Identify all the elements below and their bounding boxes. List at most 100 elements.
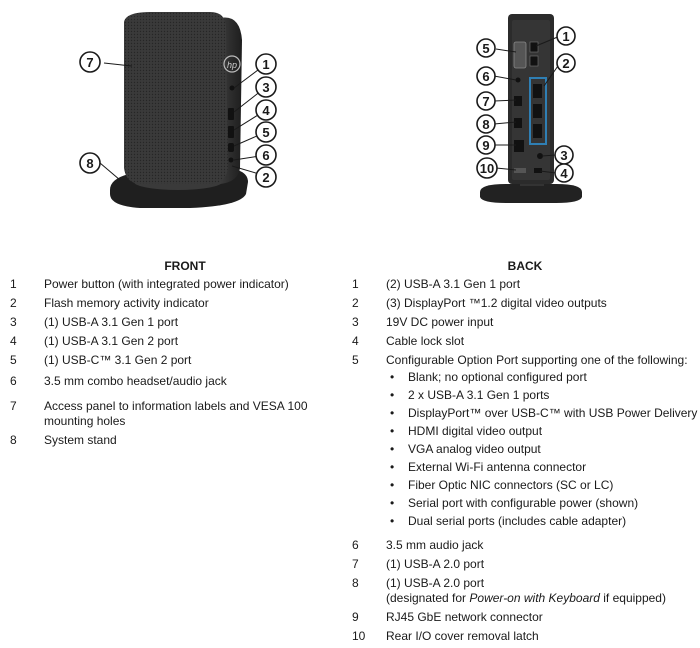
item-note: (designated for Power-on with Keyboard i… xyxy=(386,591,666,605)
item-text: 3.5 mm combo headset/audio jack xyxy=(44,374,227,388)
front-callout-5: 5 xyxy=(255,121,277,143)
svg-text:3: 3 xyxy=(262,80,269,95)
svg-text:7: 7 xyxy=(482,94,489,109)
item-number: 8 xyxy=(10,433,17,447)
back-device-figure: 5 1 2 6 7 8 9 10 3 4 xyxy=(460,0,600,225)
option-port-item: Serial port with configurable power (sho… xyxy=(386,496,698,511)
back-callout-5: 5 xyxy=(476,38,496,58)
svg-text:4: 4 xyxy=(560,166,568,181)
svg-text:5: 5 xyxy=(482,41,489,56)
back-item: 3 19V DC power input xyxy=(352,315,698,330)
svg-text:10: 10 xyxy=(480,161,494,176)
item-number: 5 xyxy=(10,353,17,367)
item-text: (1) USB-A 3.1 Gen 2 port xyxy=(44,334,179,348)
option-port-item: External Wi-Fi antenna connector xyxy=(386,460,698,475)
front-item: 5 (1) USB-C™ 3.1 Gen 2 port xyxy=(10,353,350,368)
back-callout-6: 6 xyxy=(476,66,496,86)
back-item-list: 1 (2) USB-A 3.1 Gen 1 port 2(3) DisplayPo… xyxy=(352,277,698,644)
item-text: Rear I/O cover removal latch xyxy=(386,629,539,643)
option-port-item: VGA analog video output xyxy=(386,442,698,457)
item-number: 4 xyxy=(352,334,359,348)
front-item: 2 Flash memory activity indicator xyxy=(10,296,350,311)
svg-text:4: 4 xyxy=(262,103,270,118)
svg-text:1: 1 xyxy=(562,29,569,44)
back-callout-3: 3 xyxy=(554,145,574,165)
item-number: 3 xyxy=(352,315,359,329)
item-text: Power button (with integrated power indi… xyxy=(44,277,289,291)
item-number: 6 xyxy=(10,374,17,388)
item-number: 5 xyxy=(352,353,359,367)
front-item: 7 Access panel to information labels and … xyxy=(10,399,350,429)
back-callout-9: 9 xyxy=(476,135,496,155)
back-item: 7(1) USB-A 2.0 port xyxy=(352,557,698,572)
back-callout-4: 4 xyxy=(554,163,574,183)
item-number: 2 xyxy=(352,296,359,310)
svg-text:2: 2 xyxy=(262,170,269,185)
access-panel xyxy=(124,12,228,184)
back-system-stand xyxy=(480,184,582,203)
front-item: 4 (1) USB-A 3.1 Gen 2 port xyxy=(10,334,350,349)
svg-text:1: 1 xyxy=(262,57,269,72)
item-text: System stand xyxy=(44,433,117,447)
item-number: 1 xyxy=(10,277,17,291)
option-port-item: Fiber Optic NIC connectors (SC or LC) xyxy=(386,478,698,493)
item-text: (2) USB-A 3.1 Gen 1 port xyxy=(386,277,521,291)
item-text: Flash memory activity indicator xyxy=(44,296,209,310)
front-item: 1 Power button (with integrated power ind… xyxy=(10,277,350,292)
item-number: 8 xyxy=(352,576,359,590)
front-callout-6: 6 xyxy=(255,144,277,166)
item-number: 4 xyxy=(10,334,17,348)
back-item: 6 3.5 mm audio jack xyxy=(352,538,698,553)
option-port-item: DisplayPort™ over USB-C™ with USB Power … xyxy=(386,406,698,421)
front-callout-7: 7 xyxy=(79,51,101,73)
item-number: 1 xyxy=(352,277,359,291)
svg-text:3: 3 xyxy=(560,148,567,163)
svg-text:8: 8 xyxy=(86,156,93,171)
front-item: 6 3.5 mm combo headset/audio jack xyxy=(10,374,350,389)
item-text: 3.5 mm audio jack xyxy=(386,538,484,552)
item-number: 7 xyxy=(10,399,17,413)
option-port-item: HDMI digital video output xyxy=(386,424,698,439)
svg-text:9: 9 xyxy=(482,138,489,153)
front-item: 3(1) USB-A 3.1 Gen 1 port xyxy=(10,315,350,330)
item-number: 6 xyxy=(352,538,359,552)
option-port-item: Dual serial ports (includes cable adapte… xyxy=(386,514,698,529)
item-number: 10 xyxy=(352,629,366,643)
back-item: 4 Cable lock slot xyxy=(352,334,698,349)
back-callout-2: 2 xyxy=(556,53,576,73)
hp-logo xyxy=(223,55,241,73)
back-callout-1: 1 xyxy=(556,26,576,46)
item-text: (1) USB-A 2.0 port xyxy=(386,557,485,571)
back-item: 5 Configurable Option Port supporting on… xyxy=(352,353,698,532)
back-title: BACK xyxy=(507,259,543,273)
front-callout-3: 3 xyxy=(255,76,277,98)
option-port-item: 2 x USB-A 3.1 Gen 1 ports xyxy=(386,388,698,403)
front-section: FRONT 1 Power button (with integrated pow… xyxy=(10,259,350,452)
front-item-list: 1 Power button (with integrated power ind… xyxy=(10,277,350,448)
item-text: Cable lock slot xyxy=(386,334,465,348)
back-item: 1 (2) USB-A 3.1 Gen 1 port xyxy=(352,277,698,292)
front-callout-1: 1 xyxy=(255,53,277,75)
front-title: FRONT xyxy=(164,259,206,273)
item-text: (1) USB-C™ 3.1 Gen 2 port xyxy=(44,353,192,367)
item-text: Access panel to information labels and V… xyxy=(44,399,308,428)
item-number: 2 xyxy=(10,296,17,310)
back-item: 10 Rear I/O cover removal latch xyxy=(352,629,698,644)
back-callout-10: 10 xyxy=(476,157,498,179)
svg-text:2: 2 xyxy=(562,56,569,71)
svg-text:5: 5 xyxy=(262,125,269,140)
svg-text:7: 7 xyxy=(86,55,93,70)
back-device-illustration: 5 1 2 6 7 8 9 10 3 4 xyxy=(476,14,582,203)
svg-text:6: 6 xyxy=(262,148,269,163)
front-callout-8: 8 xyxy=(79,152,101,174)
front-callout-4: 4 xyxy=(255,99,277,121)
svg-text:8: 8 xyxy=(482,117,489,132)
item-text: Configurable Option Port supporting one … xyxy=(386,353,688,367)
back-item: 2(3) DisplayPort ™1.2 digital video outp… xyxy=(352,296,698,311)
front-callout-2: 2 xyxy=(255,166,277,188)
item-text: RJ45 GbE network connector xyxy=(386,610,543,624)
item-text: 19V DC power input xyxy=(386,315,494,329)
front-device-figure: hp 7 1 3 4 5 6 2 8 xyxy=(70,0,310,225)
svg-text:6: 6 xyxy=(482,69,489,84)
